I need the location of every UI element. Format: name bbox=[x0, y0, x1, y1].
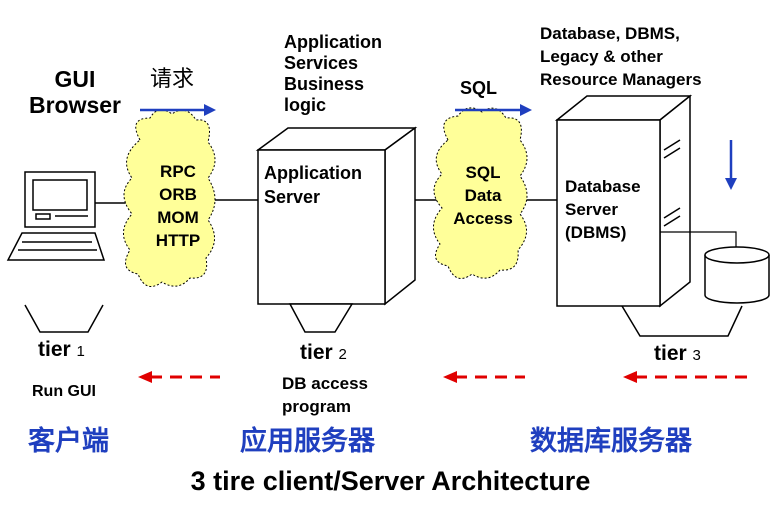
cloud2-line-sql: SQL bbox=[465, 163, 501, 182]
database-resources-label: Database, DBMS, Legacy & other Resource … bbox=[540, 22, 702, 91]
db-top-line2: Legacy & other bbox=[540, 47, 663, 66]
cloud2-line-access: Access bbox=[453, 209, 513, 228]
application-server-box bbox=[255, 126, 418, 306]
cloud1-line-mom: MOM bbox=[157, 208, 199, 227]
gui-line2: Browser bbox=[28, 92, 122, 119]
footer-title: 3 tire client/Server Architecture bbox=[190, 466, 591, 496]
app-server-stand bbox=[288, 303, 354, 333]
db-access-label: DB access program bbox=[282, 372, 368, 418]
tier1-label: tier 1 bbox=[38, 338, 85, 362]
db-link-line bbox=[660, 231, 737, 248]
database-server-box bbox=[554, 94, 693, 308]
db-box-line3: (DBMS) bbox=[565, 223, 627, 242]
cloud-middleware-1 bbox=[123, 109, 216, 287]
gui-line1: GUI bbox=[54, 66, 96, 92]
cloud1-line-orb: ORB bbox=[159, 185, 197, 204]
request-label: 请求 bbox=[150, 67, 195, 92]
cloud2-line-data: Data bbox=[464, 186, 502, 205]
app-box-line1: Application bbox=[264, 163, 362, 183]
db-top-line1: Database, DBMS, bbox=[540, 24, 680, 43]
cloud1-text: RPC ORB MOM HTTP bbox=[142, 160, 214, 252]
app-top-line1: Application bbox=[284, 32, 382, 52]
sql-label: SQL bbox=[460, 78, 498, 98]
response-arrow-icon-2 bbox=[443, 371, 525, 383]
run-gui-label: Run GUI bbox=[32, 383, 96, 400]
response-arrow-icon-3 bbox=[623, 371, 750, 383]
app-top-line2: Services bbox=[284, 53, 359, 73]
tier1-number: 1 bbox=[76, 343, 85, 360]
response-arrow-icon-1 bbox=[138, 371, 220, 383]
cloud-middleware-2 bbox=[433, 107, 528, 279]
tier3-number: 3 bbox=[692, 347, 701, 364]
app-server-label: Application Server bbox=[264, 161, 362, 209]
db-box-line1: Database bbox=[565, 177, 641, 196]
db-server-bracket bbox=[621, 305, 743, 337]
tier3-word: tier bbox=[654, 342, 687, 365]
cloud2-text: SQL Data Access bbox=[444, 161, 522, 230]
client-tier-bracket bbox=[24, 304, 104, 333]
db-box-line2: Server bbox=[565, 200, 618, 219]
db-access-line2: program bbox=[282, 397, 351, 416]
tier3-label: tier 3 bbox=[654, 342, 701, 366]
client-cn-label: 客户端 bbox=[28, 426, 109, 457]
gui-browser-label: GUI Browser bbox=[23, 66, 127, 119]
app-box-line2: Server bbox=[264, 187, 321, 207]
app-top-line3: Business bbox=[284, 74, 365, 94]
sql-arrow-icon bbox=[455, 104, 532, 116]
down-arrow-icon bbox=[725, 140, 737, 190]
tier1-word: tier bbox=[38, 338, 71, 361]
database-cylinder-icon bbox=[704, 246, 770, 304]
cloud1-line-http: HTTP bbox=[155, 231, 201, 250]
tier2-number: 2 bbox=[338, 346, 347, 363]
request-arrow-icon bbox=[140, 104, 216, 116]
tier2-label: tier 2 bbox=[300, 341, 347, 365]
database-server-label: Database Server (DBMS) bbox=[565, 175, 641, 244]
cloud1-line-rpc: RPC bbox=[160, 162, 196, 181]
db-server-cn-label: 数据库服务器 bbox=[530, 426, 692, 457]
computer-icon bbox=[6, 171, 106, 261]
app-services-label: Application Services Business logic bbox=[284, 32, 382, 116]
app-top-line4: logic bbox=[284, 95, 327, 115]
tier2-word: tier bbox=[300, 341, 333, 364]
app-server-cn-label: 应用服务器 bbox=[240, 426, 375, 457]
db-top-line3: Resource Managers bbox=[540, 70, 702, 89]
db-access-line1: DB access bbox=[282, 374, 369, 393]
